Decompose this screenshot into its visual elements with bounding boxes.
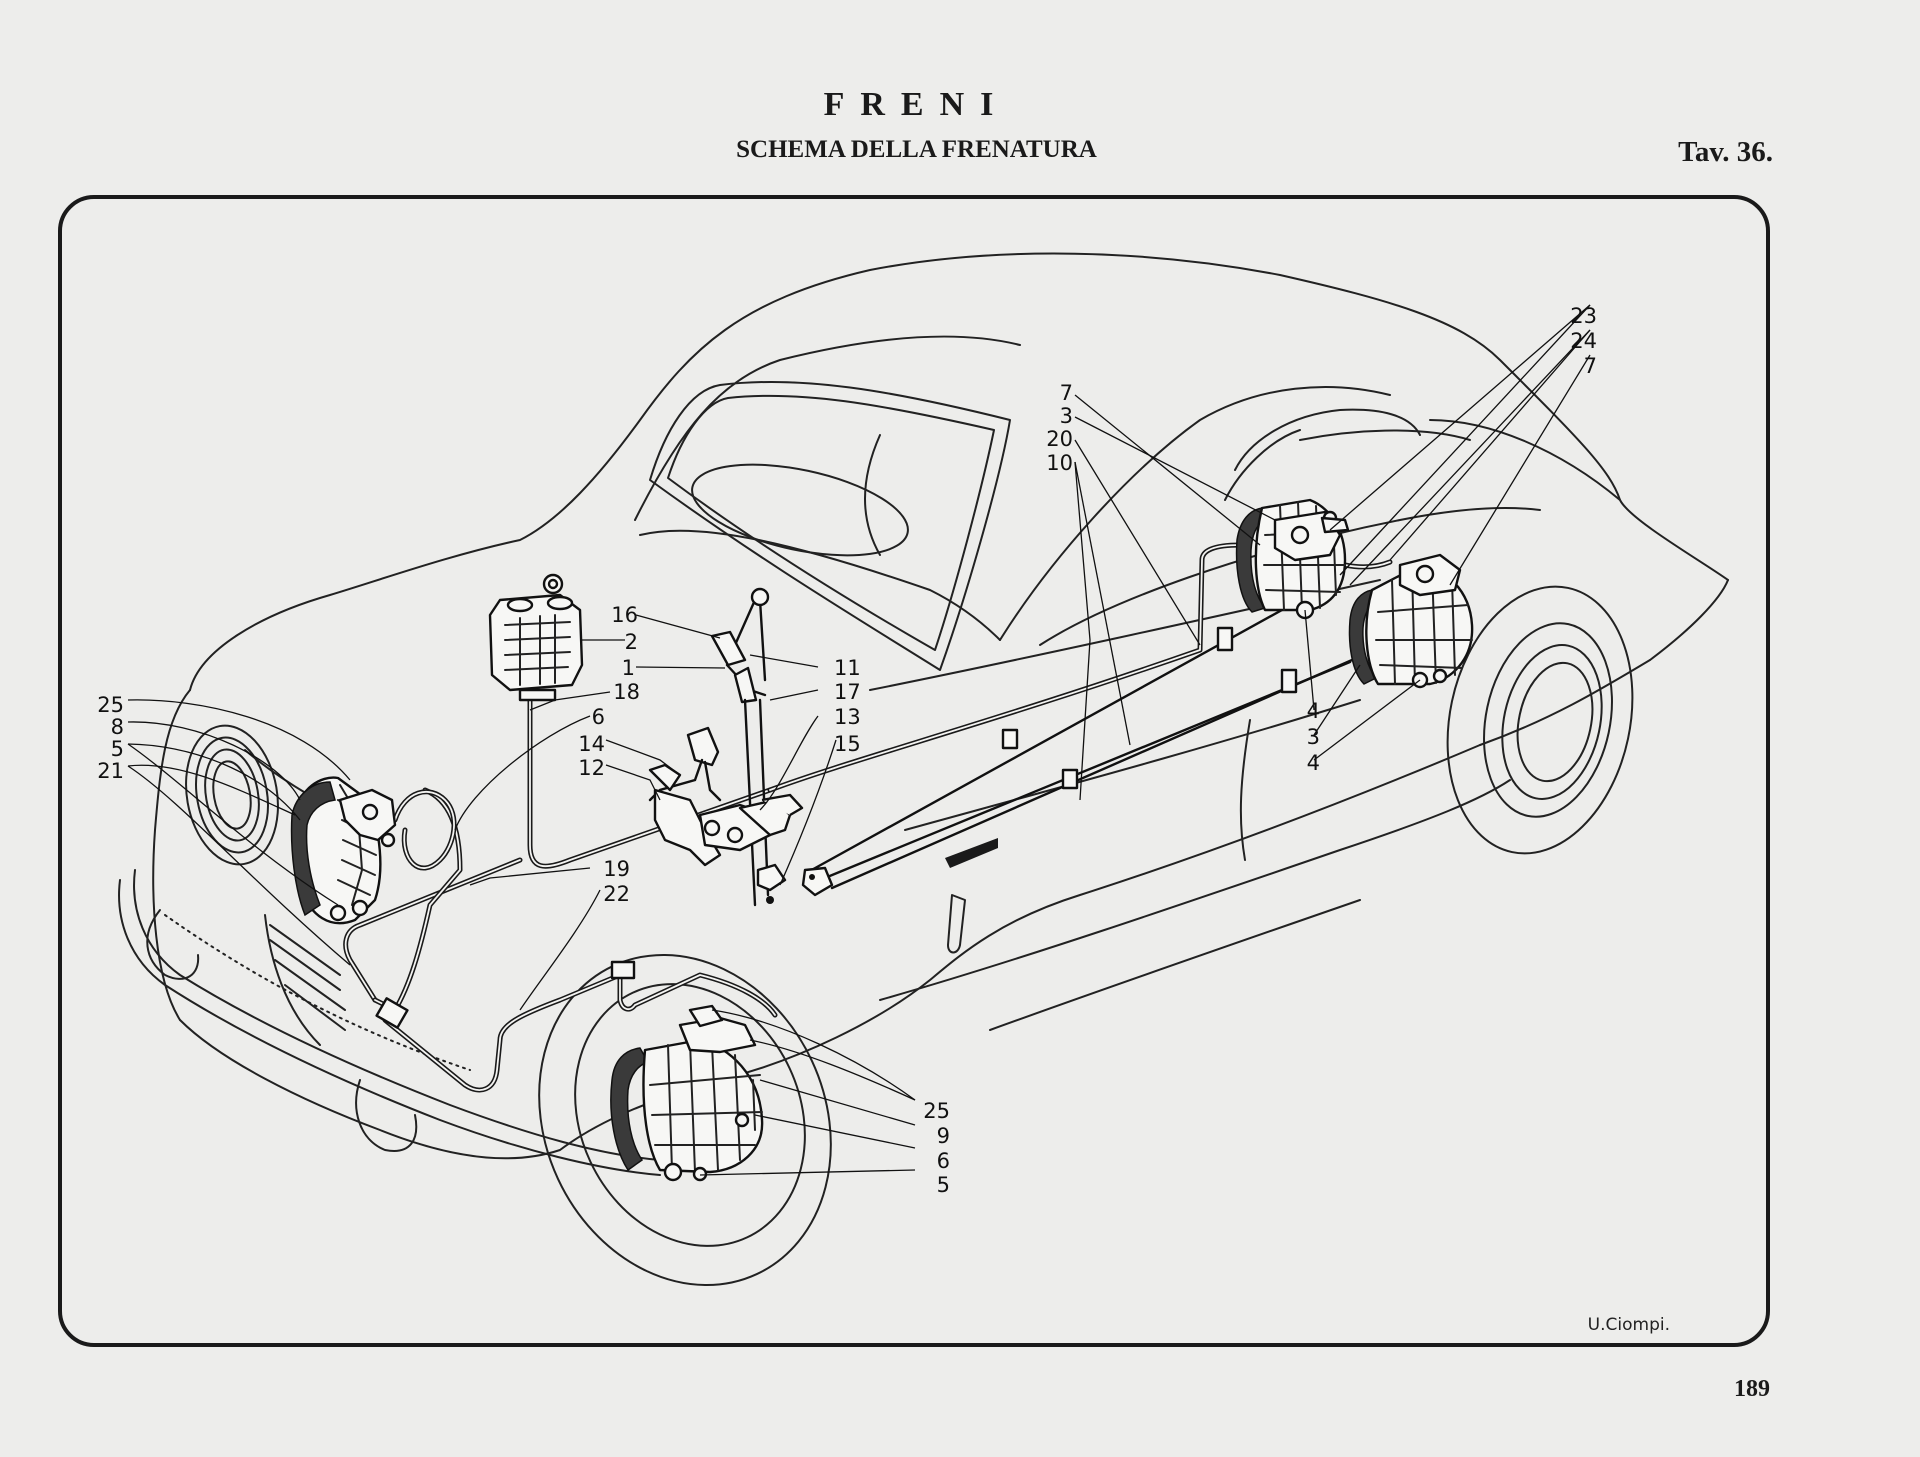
callout-rear-23: 23 bbox=[1570, 304, 1597, 328]
pedal-assembly bbox=[648, 587, 834, 907]
callout-6: 6 bbox=[592, 705, 605, 729]
callout-rear-side-3: 3 bbox=[1307, 725, 1320, 749]
plate-number: Tav. 36. bbox=[1678, 136, 1773, 168]
front-right-brake bbox=[610, 1004, 764, 1182]
callout-labels: 25 8 5 21 16 2 1 18 6 14 12 11 17 13 15 … bbox=[97, 304, 1597, 1197]
callout-22: 22 bbox=[603, 882, 630, 906]
callout-left-25: 25 bbox=[97, 693, 124, 717]
callout-17: 17 bbox=[834, 680, 861, 704]
callout-left-5: 5 bbox=[111, 737, 124, 761]
front-left-brake bbox=[290, 776, 397, 925]
callout-front-25: 25 bbox=[923, 1099, 950, 1123]
leader-lines bbox=[127, 304, 1591, 1176]
brake-lines bbox=[343, 542, 1393, 1093]
illustration-frame bbox=[58, 195, 1770, 1347]
callout-center-10: 10 bbox=[1046, 451, 1073, 475]
callout-center-3: 3 bbox=[1060, 404, 1073, 428]
callout-center-7: 7 bbox=[1060, 381, 1073, 405]
callout-rear-side-4a: 4 bbox=[1307, 699, 1320, 723]
callout-left-21: 21 bbox=[97, 759, 124, 783]
callout-13: 13 bbox=[834, 705, 861, 729]
car-body-outline bbox=[118, 252, 1729, 1287]
callout-rear-7: 7 bbox=[1584, 354, 1597, 378]
callout-12: 12 bbox=[578, 756, 605, 780]
callout-19: 19 bbox=[603, 857, 630, 881]
page-number: 189 bbox=[1734, 1376, 1770, 1402]
callout-left-8: 8 bbox=[111, 715, 124, 739]
callout-center-20: 20 bbox=[1046, 427, 1073, 451]
callout-1: 1 bbox=[622, 656, 635, 680]
rear-left-brake bbox=[1235, 498, 1350, 620]
callout-rear-24: 24 bbox=[1570, 329, 1597, 353]
section-title: FRENI bbox=[823, 86, 1010, 123]
callout-front-5: 5 bbox=[937, 1173, 950, 1197]
callout-2: 2 bbox=[625, 630, 638, 654]
callout-front-6: 6 bbox=[937, 1149, 950, 1173]
callout-front-9: 9 bbox=[937, 1124, 950, 1148]
callout-14: 14 bbox=[578, 732, 605, 756]
callout-rear-side-4b: 4 bbox=[1307, 751, 1320, 775]
section-subtitle: SCHEMA DELLA FRENATURA bbox=[736, 136, 1097, 163]
callout-16: 16 bbox=[611, 603, 638, 627]
rear-right-brake bbox=[1348, 553, 1474, 689]
callout-15: 15 bbox=[834, 732, 861, 756]
artist-signature: U.Ciompi. bbox=[1588, 1315, 1670, 1335]
handbrake-cables bbox=[806, 598, 1354, 890]
callout-11: 11 bbox=[834, 656, 861, 680]
master-cylinder-reservoir bbox=[488, 573, 584, 702]
callout-18: 18 bbox=[613, 680, 640, 704]
